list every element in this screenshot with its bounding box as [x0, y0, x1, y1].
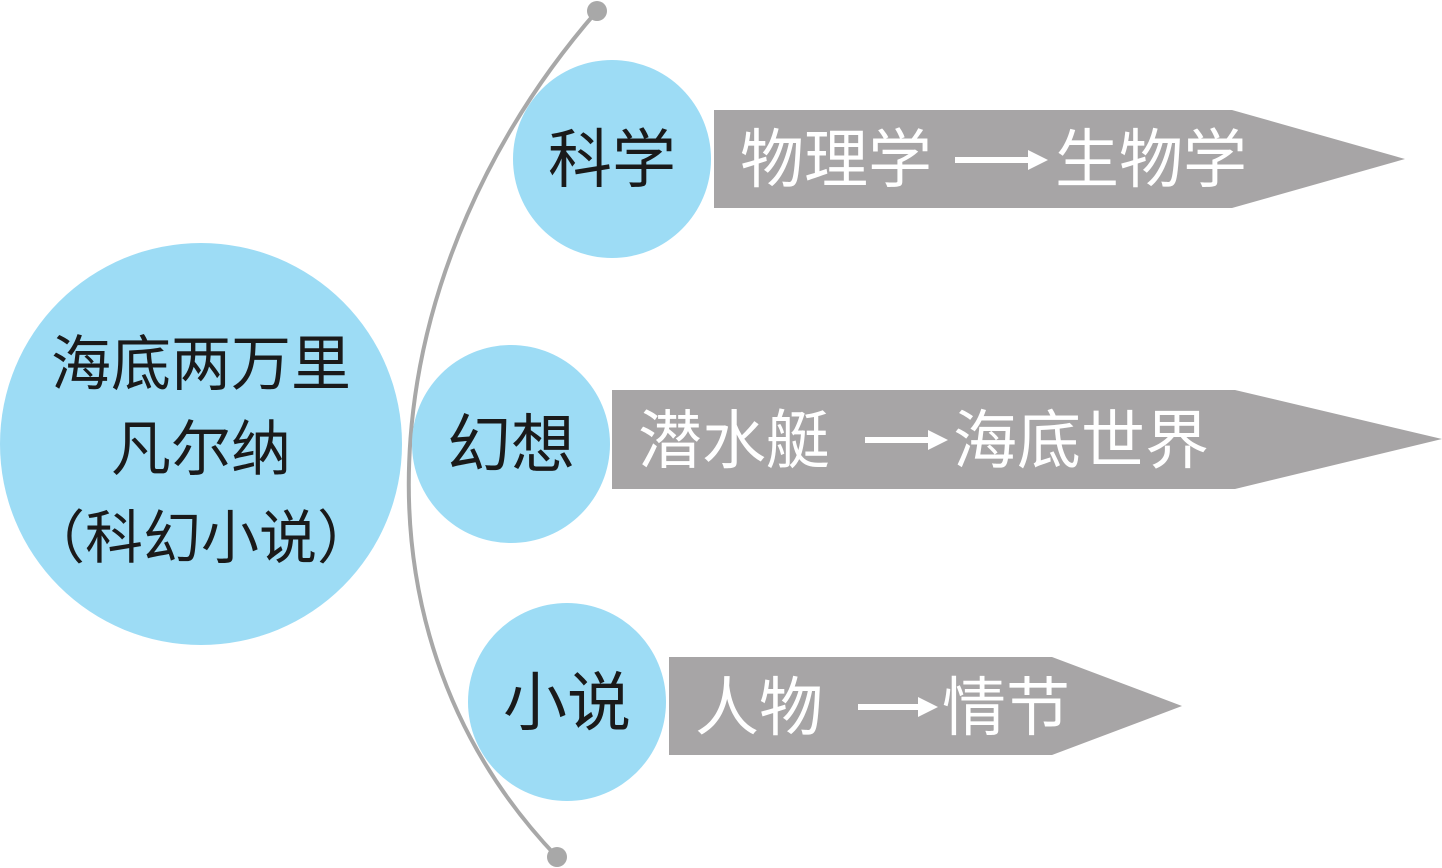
branch-node: [513, 60, 711, 258]
banner-to: 海底世界: [953, 405, 1209, 479]
banner-to: 情节: [942, 672, 1070, 746]
arrow-banner: [612, 390, 1442, 489]
branch-node: [468, 603, 666, 801]
arrow-right-icon: [955, 150, 1048, 170]
banner-from: 人物: [695, 672, 823, 746]
branch-novel: 小说 人物 情节: [468, 603, 1182, 801]
arrow-banner: [714, 110, 1405, 208]
branch-node: [412, 345, 610, 543]
branch-label: 小说: [503, 667, 631, 741]
branch-label: 幻想: [447, 409, 575, 483]
arc-end-dot-bottom: [547, 847, 567, 867]
center-node: 海底两万里 凡尔纳 （科幻小说）: [0, 243, 402, 645]
arc-end-dot-top: [587, 1, 607, 21]
banner-to: 生物学: [1055, 124, 1247, 198]
branch-science: 科学 物理学 生物学: [513, 60, 1405, 258]
branch-fantasy: 幻想 潜水艇 海底世界: [412, 345, 1442, 543]
branch-label: 科学: [548, 124, 676, 198]
center-genre: （科幻小说）: [27, 504, 375, 572]
center-author: 凡尔纳: [111, 415, 291, 485]
arrow-right-icon: [858, 697, 938, 717]
connector-arc: [406, 9, 599, 859]
center-title: 海底两万里: [51, 330, 351, 400]
arrow-right-icon: [865, 430, 948, 450]
banner-from: 潜水艇: [638, 405, 830, 479]
banner-from: 物理学: [740, 124, 932, 198]
